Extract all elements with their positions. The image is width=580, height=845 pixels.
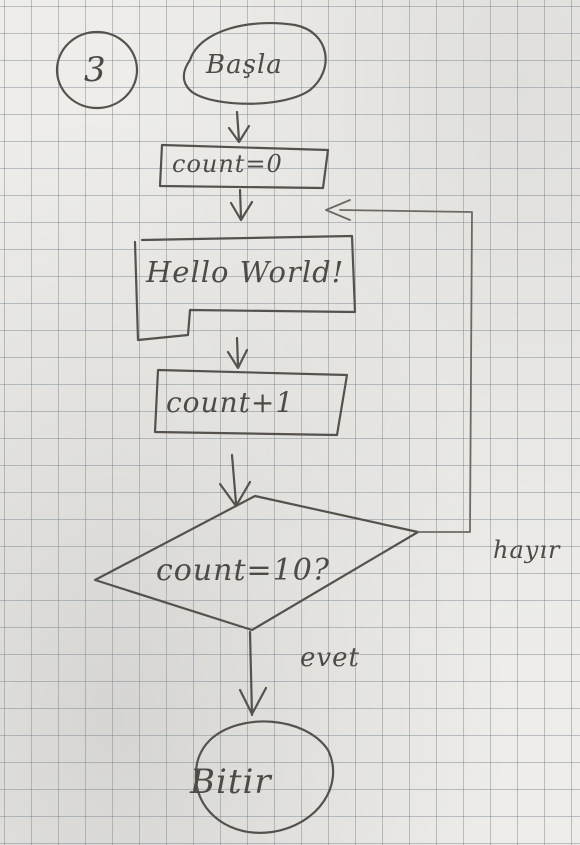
end-circle <box>194 720 335 834</box>
problem-number-label: 3 <box>84 50 107 90</box>
increment-rectangle <box>153 368 349 437</box>
decision-diamond <box>93 494 420 632</box>
decision-label: count=10? <box>156 553 330 588</box>
arrow-increment-to-decision <box>218 453 252 508</box>
end-label: Bitir <box>190 762 272 802</box>
start-label: Başla <box>206 50 283 80</box>
yes-branch-label: evet <box>300 643 360 673</box>
arrow-output-to-increment <box>226 336 249 370</box>
start-ellipse <box>182 21 327 105</box>
loop-back-line <box>325 199 473 533</box>
problem-number-circle <box>55 30 139 110</box>
arrow-decision-to-end <box>238 630 268 717</box>
no-branch-label: hayır <box>493 536 561 564</box>
output-label: Hello World! <box>146 255 345 289</box>
init-rectangle <box>158 143 330 190</box>
init-label: count=0 <box>172 150 283 178</box>
arrow-start-to-init <box>227 110 251 144</box>
arrow-init-to-output <box>229 188 254 222</box>
increment-label: count+1 <box>166 386 295 419</box>
output-document-shape <box>133 234 357 342</box>
